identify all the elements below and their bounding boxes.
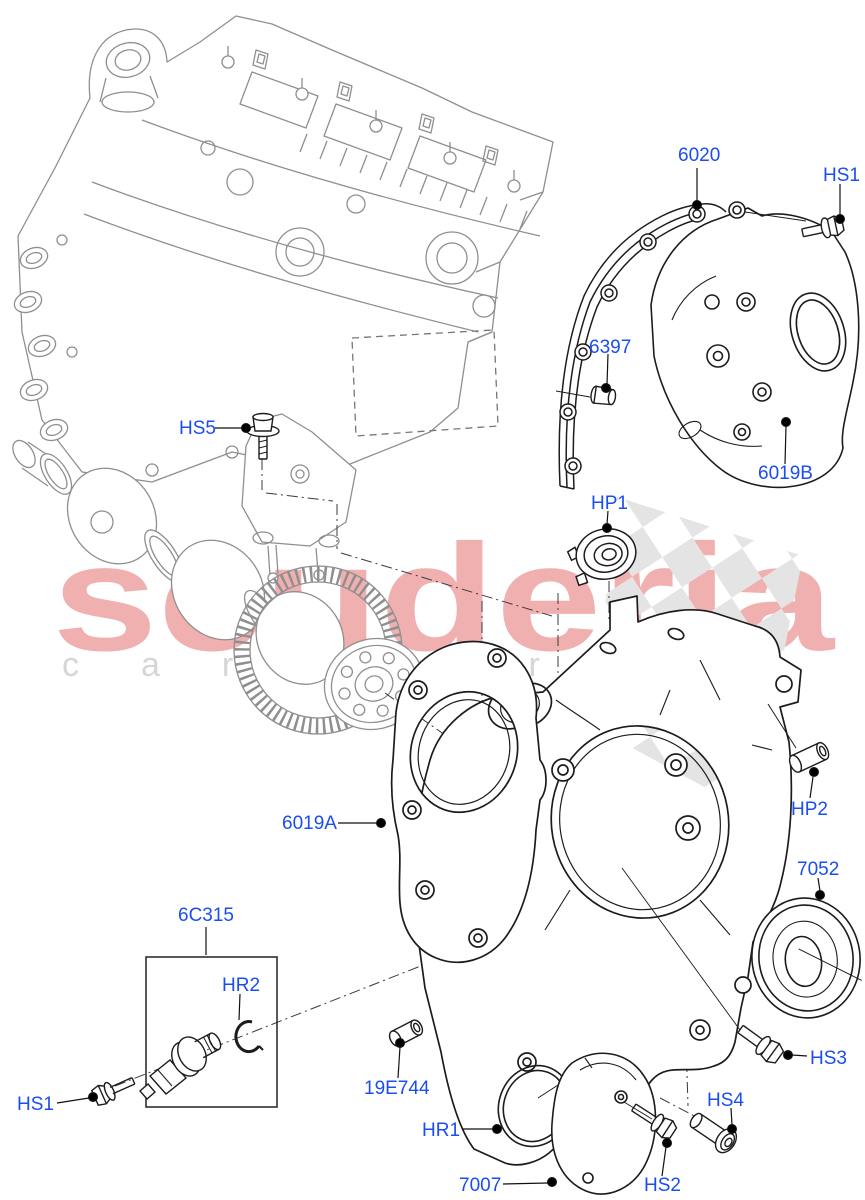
sensor-kit-box-outline bbox=[145, 956, 278, 1108]
bolt-hs1-top-drawing bbox=[744, 211, 845, 239]
engine-assembly-drawing bbox=[13, 15, 554, 584]
callout-leader-lines bbox=[56, 168, 845, 1187]
gasket-6020-drawing bbox=[558, 203, 727, 490]
dowel-hp2-drawing bbox=[767, 703, 830, 773]
timing-cover-6019a-drawing bbox=[390, 595, 802, 1166]
part-label-hs4[interactable]: HS4 bbox=[707, 1090, 744, 1111]
bolt-hs3-drawing bbox=[621, 867, 785, 1064]
bolt-hs1-bottom-drawing bbox=[90, 1076, 136, 1106]
part-label-6019a[interactable]: 6019A bbox=[282, 813, 337, 834]
part-label-hp1[interactable]: HP1 bbox=[591, 493, 628, 514]
part-label-hr2[interactable]: HR2 bbox=[222, 975, 261, 996]
sensor-6c315-drawing bbox=[139, 1032, 222, 1100]
part-label-19e744[interactable]: 19E744 bbox=[364, 1078, 430, 1099]
bolt-hs2-drawing bbox=[623, 1101, 678, 1139]
part-label-hs3[interactable]: HS3 bbox=[810, 1048, 847, 1069]
part-label-6019b[interactable]: 6019B bbox=[758, 463, 813, 484]
bushing-19e744-drawing bbox=[388, 1019, 424, 1047]
part-label-6020[interactable]: 6020 bbox=[678, 145, 721, 166]
part-label-hp2[interactable]: HP2 bbox=[791, 799, 828, 820]
cover-6019b-drawing bbox=[650, 201, 860, 489]
crankshaft-gear-drawing bbox=[12, 439, 425, 735]
part-label-6c315[interactable]: 6C315 bbox=[178, 905, 234, 926]
snap-ring-hr2-drawing bbox=[234, 1020, 264, 1054]
part-label-hs1-top[interactable]: HS1 bbox=[823, 165, 860, 186]
part-label-hs2[interactable]: HS2 bbox=[644, 1175, 681, 1196]
pump-cover-7007-drawing bbox=[551, 1052, 657, 1195]
part-label-hr1[interactable]: HR1 bbox=[422, 1120, 461, 1141]
bolt-hs4-drawing bbox=[689, 1112, 738, 1154]
part-label-7007[interactable]: 7007 bbox=[459, 1175, 502, 1196]
part-label-7052[interactable]: 7052 bbox=[797, 859, 840, 880]
part-label-6397[interactable]: 6397 bbox=[589, 337, 632, 358]
engine-exhaust-ports bbox=[13, 234, 78, 442]
part-label-hs5[interactable]: HS5 bbox=[179, 418, 216, 439]
bolt-hs5-drawing bbox=[246, 412, 280, 460]
part-label-hs1-bottom[interactable]: HS1 bbox=[17, 1094, 54, 1115]
engine-stud-bolts bbox=[221, 46, 521, 193]
seal-7052-drawing bbox=[751, 897, 862, 1019]
cap-hp1-drawing bbox=[566, 528, 637, 587]
